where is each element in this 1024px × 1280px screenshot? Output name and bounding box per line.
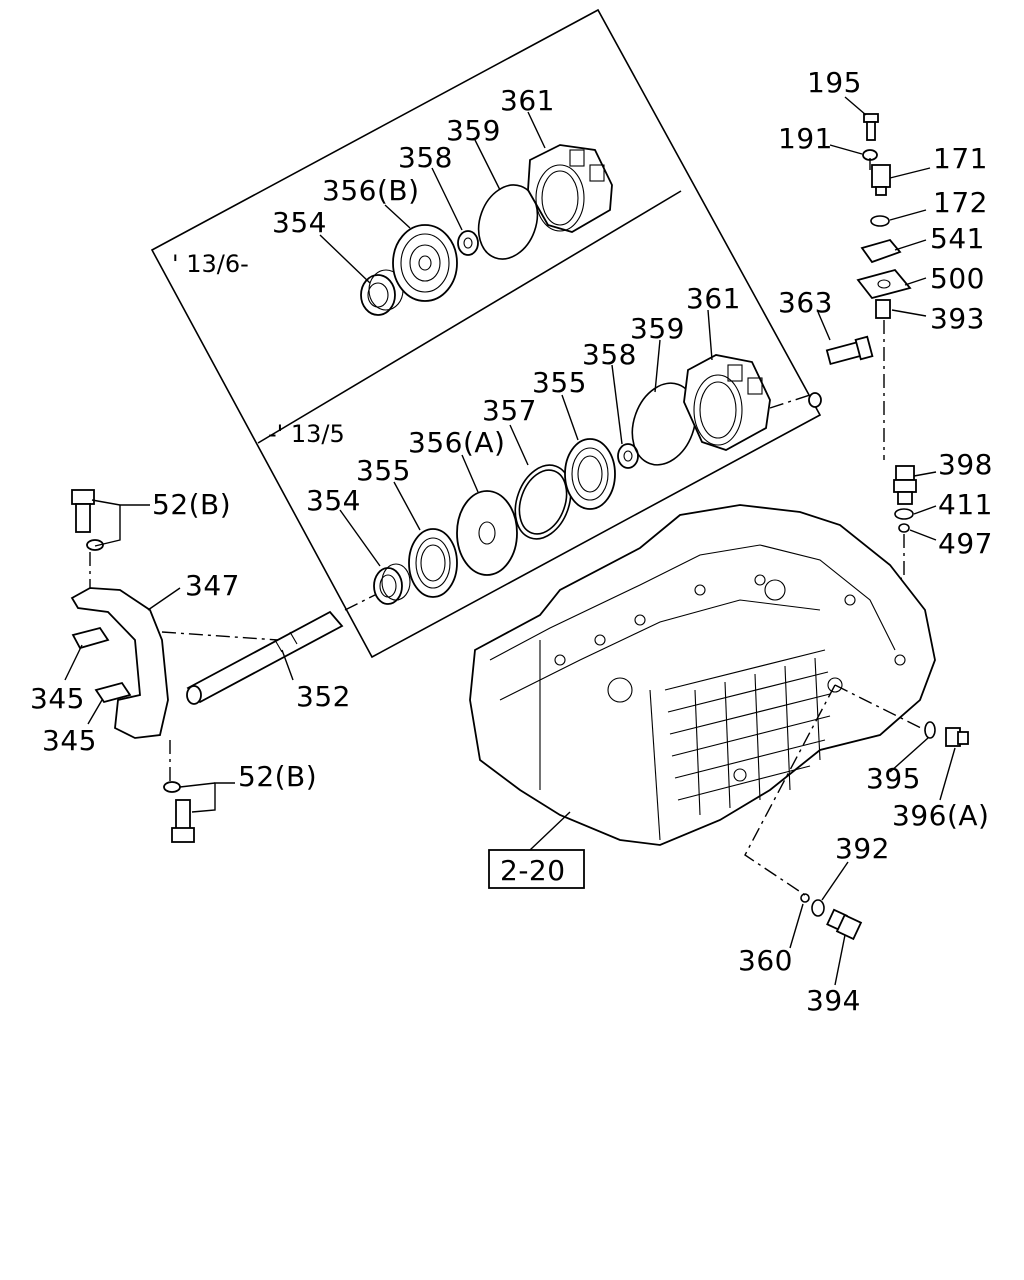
label-191: 191 <box>778 122 833 155</box>
label-354-low: 354 <box>306 484 361 517</box>
seal-355-left-icon <box>408 528 458 598</box>
o-ring-411-icon <box>894 508 914 520</box>
plug-396a-icon <box>945 727 969 747</box>
transmission-case-icon <box>469 504 936 846</box>
washer-360-icon <box>800 893 810 903</box>
label-363: 363 <box>778 286 833 319</box>
label-361-low: 361 <box>686 282 741 315</box>
label-541: 541 <box>930 222 985 255</box>
label-52b-top: 52(B) <box>152 488 231 521</box>
label-500: 500 <box>930 262 985 295</box>
label-347: 347 <box>185 569 240 602</box>
label-396a: 396(A) <box>892 799 989 832</box>
label-356b: 356(B) <box>322 174 420 207</box>
label-345-a: 345 <box>30 682 85 715</box>
label-354-top: 354 <box>272 206 327 239</box>
label-359-low: 359 <box>630 312 685 345</box>
label-393: 393 <box>930 302 985 335</box>
o-ring-395-icon <box>924 721 936 739</box>
label-355-low: 355 <box>532 366 587 399</box>
label-356a: 356(A) <box>408 426 505 459</box>
shift-fork-347-icon <box>70 587 169 739</box>
label-358-top: 358 <box>398 141 453 174</box>
label-361-top: 361 <box>500 84 555 117</box>
label-171: 171 <box>933 142 988 175</box>
label-172: 172 <box>933 186 988 219</box>
o-ring-392-icon <box>811 899 825 917</box>
label-360: 360 <box>738 944 793 977</box>
o-ring-359-low-icon <box>631 382 697 466</box>
part-labels: 195 191 171 172 541 500 393 363 398 411 … <box>30 66 993 1017</box>
gasket-500-icon <box>856 268 912 300</box>
sleeve-393-icon <box>875 299 891 319</box>
snap-ring-357-icon <box>514 464 572 540</box>
label-398: 398 <box>938 448 993 481</box>
nut-358-low-icon <box>617 443 639 469</box>
reference-box[interactable]: 2-20 <box>488 849 585 889</box>
shift-fork-assembly <box>70 489 344 843</box>
date-note-low: -' 13/5 <box>268 420 345 448</box>
seal-355-low-icon <box>564 438 616 510</box>
label-392: 392 <box>835 832 890 865</box>
label-345-b: 345 <box>42 724 97 757</box>
label-352: 352 <box>296 680 351 713</box>
bolt-195-icon <box>863 113 879 141</box>
disc-356b-icon <box>392 224 458 302</box>
bushing-354-top-icon <box>360 269 404 316</box>
housing-361-low-icon <box>683 354 771 451</box>
label-497: 497 <box>938 527 993 560</box>
washer-497-icon <box>898 523 910 533</box>
o-ring-172-icon <box>870 215 890 227</box>
nut-358-top-icon <box>457 230 479 256</box>
label-394: 394 <box>806 984 861 1017</box>
o-ring-359-top-icon <box>477 184 539 260</box>
sensor-394-icon <box>826 908 863 941</box>
upper-inset-parts <box>360 144 613 316</box>
sensor-171-icon <box>871 164 891 196</box>
bolt-363-icon <box>808 335 874 408</box>
reference-box-label: 2-20 <box>500 854 566 887</box>
bolt-52b-low-icon <box>163 781 195 843</box>
shaft-352-icon <box>186 610 344 705</box>
inset-frame <box>150 8 822 659</box>
date-note-top: ' 13/6- <box>172 250 249 278</box>
leader-lines <box>64 96 956 986</box>
housing-361-top-icon <box>527 144 613 233</box>
label-52b-low: 52(B) <box>238 760 317 793</box>
lower-inset-parts <box>344 354 811 611</box>
label-411: 411 <box>938 488 993 521</box>
bushing-354-low-icon <box>373 563 411 605</box>
label-395: 395 <box>866 762 921 795</box>
bolt-52b-top-icon <box>71 489 104 551</box>
label-358-low: 358 <box>582 338 637 371</box>
label-357: 357 <box>482 394 537 427</box>
label-355-left: 355 <box>356 454 411 487</box>
label-195: 195 <box>807 66 862 99</box>
pad-345-b-icon <box>94 681 132 704</box>
disc-356a-icon <box>456 490 518 576</box>
label-359-top: 359 <box>446 114 501 147</box>
plate-541-icon <box>860 238 902 264</box>
pad-345-a-icon <box>71 626 110 650</box>
sensor-398-icon <box>893 465 917 505</box>
